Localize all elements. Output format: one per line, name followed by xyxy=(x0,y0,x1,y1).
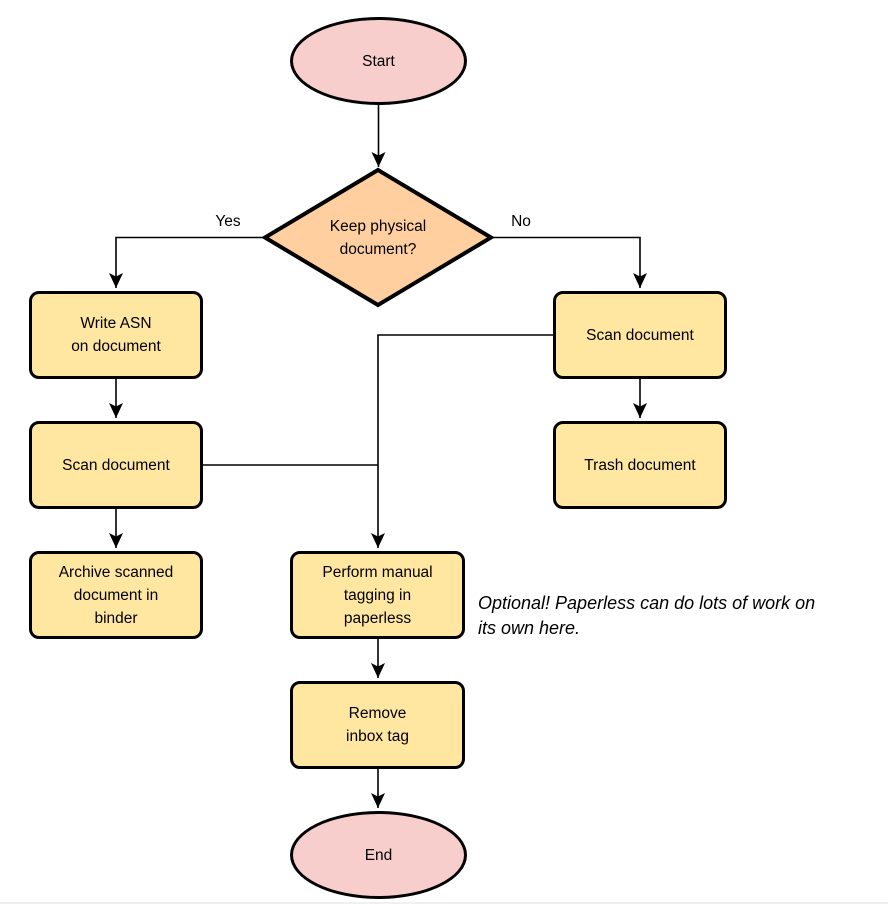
node-decision: Keep physical document? xyxy=(265,170,491,305)
node-manual-tagging-label: Perform manual tagging in paperless xyxy=(322,563,433,627)
node-write-asn: Write ASN on document xyxy=(29,291,203,379)
decision-diamond-shape xyxy=(261,167,495,308)
node-trash-document-label: Trash document xyxy=(584,456,696,474)
edge-decision-yes-to-write-asn xyxy=(109,236,265,288)
node-remove-inbox-tag: Remove inbox tag xyxy=(290,681,465,769)
node-end: End xyxy=(290,811,467,899)
optional-annotation: Optional! Paperless can do lots of work … xyxy=(478,593,816,638)
node-scan-document-left-label: Scan document xyxy=(62,456,170,474)
node-archive-binder: Archive scanned document in binder xyxy=(29,551,203,639)
node-scan-document-right-label: Scan document xyxy=(586,326,694,344)
node-scan-document-left: Scan document xyxy=(29,421,203,509)
edge-decision-no-to-scan-right xyxy=(491,236,647,288)
node-write-asn-label: Write ASN on document xyxy=(71,315,161,355)
node-scan-document-right: Scan document xyxy=(553,291,727,379)
node-start-label: Start xyxy=(362,52,395,70)
bottom-divider xyxy=(0,902,888,904)
node-decision-label: Keep physical document? xyxy=(329,217,427,258)
node-trash-document: Trash document xyxy=(553,421,727,509)
edge-label-yes: Yes xyxy=(215,213,241,230)
node-remove-inbox-tag-label: Remove inbox tag xyxy=(346,705,409,745)
node-end-label: End xyxy=(364,846,393,864)
edge-label-no: No xyxy=(511,213,531,230)
node-archive-binder-label: Archive scanned document in binder xyxy=(58,563,174,627)
edge-scan-right-to-tagging xyxy=(371,334,553,548)
node-manual-tagging: Perform manual tagging in paperless xyxy=(290,551,465,639)
node-start: Start xyxy=(290,17,467,105)
